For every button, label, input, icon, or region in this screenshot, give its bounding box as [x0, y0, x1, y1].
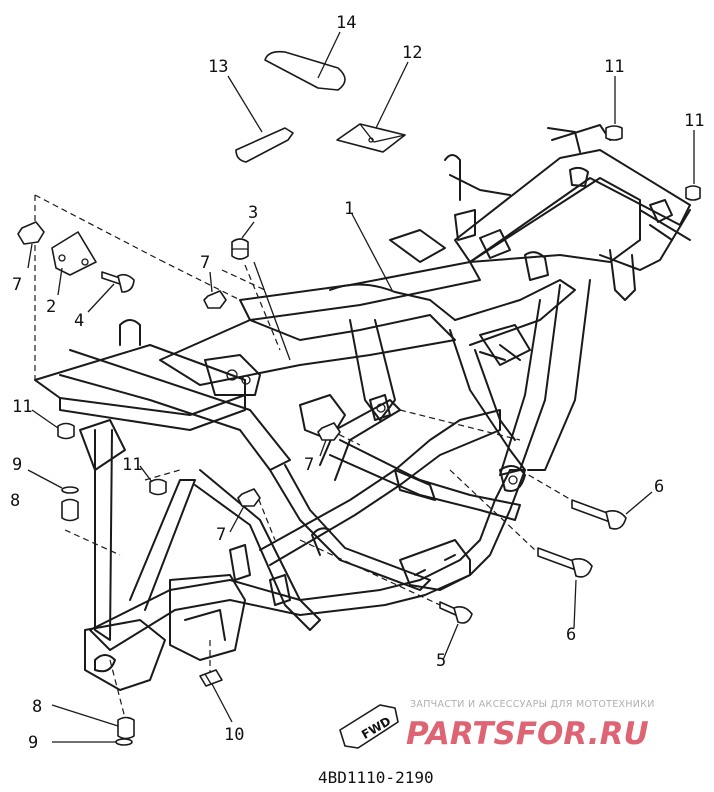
callout-9: 9	[12, 455, 22, 475]
callout-3: 3	[248, 203, 258, 223]
watermark-brand: PARTSFOR.RU	[406, 716, 649, 752]
callout-8: 8	[10, 491, 20, 511]
parts	[17, 50, 701, 746]
callout-1: 1	[344, 199, 354, 219]
part-2-bracket	[51, 231, 97, 276]
callout-labels: 14 13 12 11 11 1 3 7 7 2 4 11 9 8 11 7 7…	[10, 13, 704, 753]
callout-7: 7	[216, 525, 226, 545]
fwd-direction-marker: FWD	[339, 704, 399, 749]
callout-11: 11	[604, 57, 624, 77]
callout-11: 11	[684, 111, 704, 131]
callout-8: 8	[32, 697, 42, 717]
callout-6: 6	[654, 477, 664, 497]
callout-11: 11	[12, 397, 32, 417]
callout-11: 11	[122, 455, 142, 475]
part-4-bolt	[101, 271, 121, 285]
callout-2: 2	[46, 297, 56, 317]
callout-10: 10	[224, 725, 244, 745]
leader-lines	[27, 31, 695, 743]
part-7-nut-a	[17, 221, 45, 245]
part-13-strap	[235, 127, 294, 163]
part-11-cap-b	[685, 185, 701, 201]
callout-7: 7	[304, 455, 314, 475]
callout-4: 4	[74, 311, 84, 331]
part-8-bushing-a	[61, 498, 79, 522]
part-7-nut-c	[317, 422, 341, 441]
part-6-bolt-b	[537, 547, 577, 571]
part-14-pad	[264, 50, 346, 91]
part-9-washer-b	[115, 738, 133, 746]
part-7-nut-d	[237, 488, 261, 507]
callout-7: 7	[12, 275, 22, 295]
callout-12: 12	[402, 43, 422, 63]
callout-13: 13	[208, 57, 228, 77]
callout-6: 6	[566, 625, 576, 645]
part-11-cap-a	[605, 125, 623, 141]
callout-9: 9	[28, 733, 38, 753]
watermark: ЗАПЧАСТИ И АКСЕССУАРЫ ДЛЯ МОТОТЕХНИКИ PA…	[406, 699, 655, 752]
guide-lines	[34, 194, 581, 719]
main-frame	[34, 124, 691, 691]
callout-5: 5	[436, 651, 446, 671]
watermark-tagline: ЗАПЧАСТИ И АКСЕССУАРЫ ДЛЯ МОТОТЕХНИКИ	[410, 699, 655, 710]
part-11-cap-d	[149, 478, 167, 496]
part-8-bushing-b	[117, 716, 135, 740]
part-6-bolt-a	[571, 499, 611, 523]
callout-7: 7	[200, 253, 210, 273]
part-7-nut-b	[203, 290, 227, 309]
diagram-code: 4BD1110-2190	[318, 768, 434, 787]
part-11-cap-c	[57, 422, 75, 440]
callout-14: 14	[336, 13, 356, 33]
part-9-washer-a	[61, 486, 79, 494]
